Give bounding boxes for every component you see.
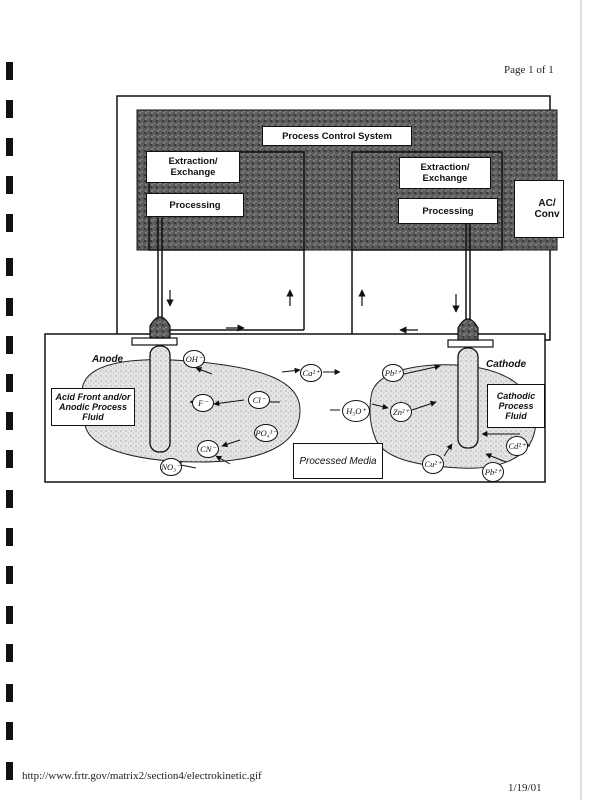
punch-hole xyxy=(6,258,13,276)
punch-hole xyxy=(6,684,13,702)
punch-hole xyxy=(6,566,13,584)
left-processing-box: Processing xyxy=(146,193,244,217)
punch-hole xyxy=(6,762,13,780)
cathode-label: Cathode xyxy=(486,359,526,370)
ion-no3: NO₃⁻ xyxy=(160,458,182,476)
punch-hole xyxy=(6,490,13,508)
punch-hole xyxy=(6,450,13,468)
ac-dc-converter-box: AC/ Conv xyxy=(514,180,564,238)
punch-hole xyxy=(6,722,13,740)
left-extraction-exchange-box: Extraction/ Exchange xyxy=(146,151,240,183)
punch-hole xyxy=(6,138,13,156)
ion-pb: Pb²⁺ xyxy=(482,462,504,482)
ion-po4: PO₄³⁻ xyxy=(254,424,278,442)
cathode-electrode xyxy=(457,347,479,449)
right-processing-box: Processing xyxy=(398,198,498,224)
ion-ca: Ca²⁺ xyxy=(300,364,322,382)
anode-zone xyxy=(81,359,301,463)
punch-hole xyxy=(6,374,13,392)
punch-hole xyxy=(6,100,13,118)
ion-cd: Cd²⁺ xyxy=(506,436,528,456)
punch-hole xyxy=(6,62,13,80)
acid-front-box: Acid Front and/or Anodic Process Fluid xyxy=(51,388,135,426)
ion-zn: Zn²⁺ xyxy=(390,402,412,422)
ion-f: F⁻ xyxy=(192,394,214,412)
anode-electrode xyxy=(149,345,171,453)
ion-h3o: H₃O⁺ xyxy=(342,400,370,422)
punch-hole xyxy=(6,298,13,316)
ion-oh: OH⁻ xyxy=(183,350,205,368)
punch-hole xyxy=(6,176,13,194)
ion-cu: Cu²⁺ xyxy=(422,454,444,474)
punch-hole xyxy=(6,412,13,430)
footer-url: http://www.frtr.gov/matrix2/section4/ele… xyxy=(22,770,262,782)
punch-hole xyxy=(6,336,13,354)
punch-hole xyxy=(6,606,13,624)
punch-hole xyxy=(6,214,13,232)
page-number: Page 1 of 1 xyxy=(504,64,554,76)
right-extraction-exchange-box: Extraction/ Exchange xyxy=(399,157,491,189)
processed-media-box: Processed Media xyxy=(293,443,383,479)
punch-hole xyxy=(6,528,13,546)
ion-cn: CN⁻ xyxy=(197,440,219,458)
punch-hole xyxy=(6,644,13,662)
page-edge xyxy=(580,0,582,800)
ion-cl: Cl⁻ xyxy=(248,391,270,409)
ion-pb-mid: Pb²⁺ xyxy=(382,364,404,382)
footer-date: 1/19/01 xyxy=(508,782,542,794)
process-control-system-box: Process Control System xyxy=(262,126,412,146)
anode-label: Anode xyxy=(92,354,124,365)
cathodic-process-fluid-box: Cathodic Process Fluid xyxy=(487,384,545,428)
